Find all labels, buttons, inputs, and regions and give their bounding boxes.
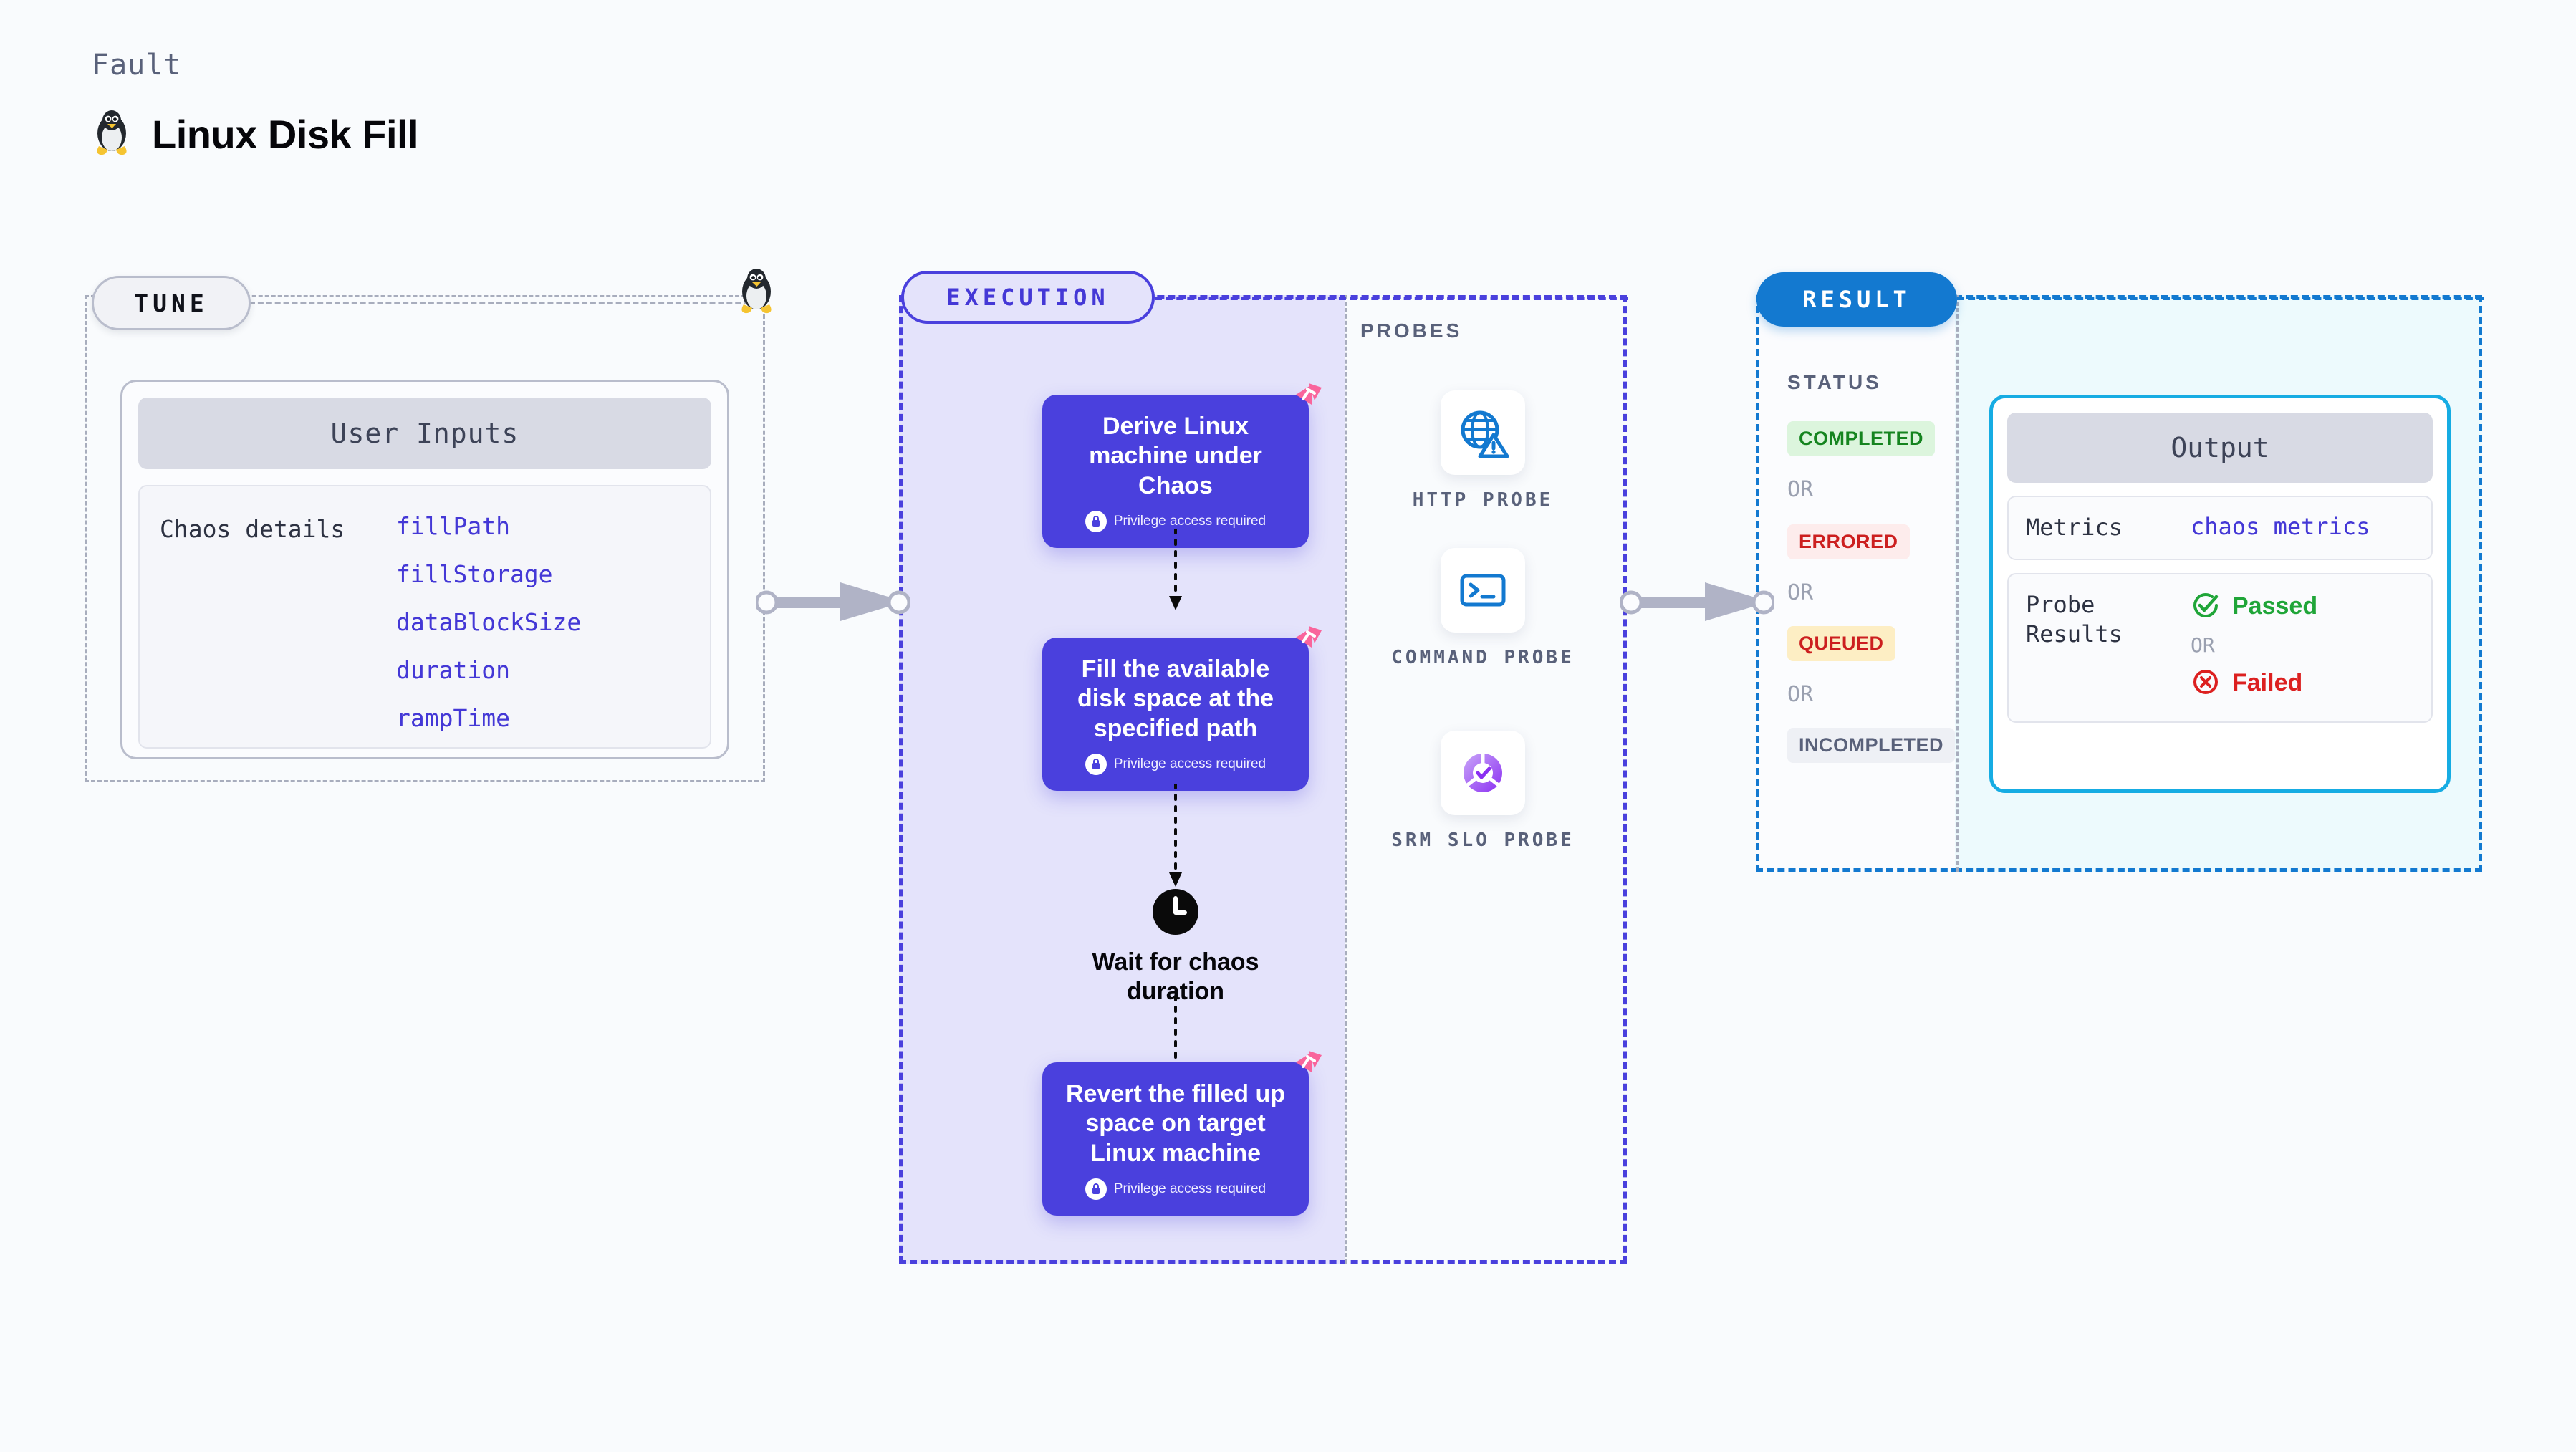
execution-step-title: Revert the filled up space on target Lin… [1065, 1080, 1286, 1167]
privilege-row: Privilege access required [1058, 1178, 1293, 1201]
page-header: Fault Linux Disk Fill [92, 49, 419, 160]
lock-icon [1085, 754, 1107, 776]
result-divider [1956, 295, 1959, 872]
chaos-badge-icon [1290, 1047, 1325, 1085]
clock-icon [1152, 888, 1199, 939]
execution-wait-node: Wait for chaos duration [1042, 888, 1309, 1007]
execution-step-title: Derive Linux machine under Chaos [1089, 413, 1262, 499]
privilege-text: Privilege access required [1113, 1181, 1267, 1197]
probe-result-failed: Failed [2191, 667, 2317, 700]
metrics-label: Metrics [2026, 514, 2123, 541]
result-connector-line [1957, 297, 2484, 300]
user-inputs-card: User Inputs Chaos details fillPath fillS… [120, 380, 729, 759]
chaos-param-fillstorage[interactable]: fillStorage [396, 560, 553, 588]
lock-icon [1085, 511, 1107, 533]
wait-label: Wait for chaos duration [1092, 948, 1259, 1006]
chaos-param-fillpath[interactable]: fillPath [396, 512, 510, 540]
probe-result-or: OR [2191, 633, 2215, 657]
slo-check-icon [1441, 731, 1525, 815]
probes-label: PROBES [1360, 319, 1463, 342]
status-badge-queued: QUEUED [1787, 626, 1895, 661]
chaos-badge-icon [1290, 622, 1325, 660]
page-title: Linux Disk Fill [152, 112, 419, 157]
execution-step-derive[interactable]: Derive Linux machine under Chaos Privile… [1042, 383, 1322, 549]
probe-item-command[interactable]: COMMAND PROBE [1375, 548, 1590, 670]
result-section-pill[interactable]: RESULT [1756, 272, 1957, 327]
terminal-icon [1441, 548, 1525, 633]
status-badge-completed: COMPLETED [1787, 421, 1936, 456]
chaos-param-datablocksize[interactable]: dataBlockSize [396, 608, 582, 636]
chaos-badge-icon [1290, 379, 1325, 417]
chaos-param-ramptime[interactable]: rampTime [396, 704, 510, 732]
probes-divider [1345, 295, 1347, 1264]
execution-step-title: Fill the available disk space at the spe… [1077, 655, 1274, 742]
privilege-row: Privilege access required [1058, 511, 1293, 533]
chaos-param-list: fillPath fillStorage dataBlockSize durat… [396, 512, 582, 732]
passed-label: Passed [2232, 592, 2318, 620]
execution-step-fill-disk[interactable]: Fill the available disk space at the spe… [1042, 626, 1322, 792]
flow-arrow-1 [1166, 527, 1186, 617]
user-inputs-body: Chaos details fillPath fillStorage dataB… [138, 485, 711, 749]
lock-icon [1085, 1178, 1107, 1201]
probe-result-passed: Passed [2191, 590, 2317, 623]
status-or-2: OR [1787, 580, 1814, 605]
status-or-3: OR [1787, 682, 1814, 707]
tune-section-boundary [85, 295, 765, 782]
connector-execution-to-result [1619, 577, 1776, 630]
chaos-param-duration[interactable]: duration [396, 656, 510, 684]
fault-eyebrow: Fault [92, 49, 182, 82]
connector-tune-to-execution [754, 577, 911, 630]
probe-label: SRM SLO PROBE [1391, 830, 1575, 851]
status-or-1: OR [1787, 477, 1814, 502]
probe-results-label: Probe Results [2026, 590, 2123, 648]
title-row: Linux Disk Fill [92, 109, 419, 160]
tune-section-pill[interactable]: TUNE [92, 276, 251, 330]
privilege-text: Privilege access required [1113, 756, 1267, 772]
linux-penguin-icon [92, 109, 132, 160]
tune-connector-line [249, 302, 758, 304]
status-badge-errored: ERRORED [1787, 524, 1910, 559]
globe-warning-icon [1441, 390, 1525, 475]
execution-step-revert[interactable]: Revert the filled up space on target Lin… [1042, 1051, 1322, 1216]
output-card: Output Metrics chaos metrics Probe Resul… [1989, 395, 2451, 793]
privilege-text: Privilege access required [1113, 514, 1267, 529]
privilege-row: Privilege access required [1058, 754, 1293, 776]
probe-label: HTTP PROBE [1412, 489, 1554, 511]
execution-section-pill[interactable]: EXECUTION [901, 271, 1155, 324]
tune-linux-penguin-icon [736, 267, 777, 318]
output-row-metrics: Metrics chaos metrics [2007, 496, 2433, 560]
status-badge-incompleted: INCOMPLETED [1787, 728, 1956, 763]
metrics-value[interactable]: chaos metrics [2191, 513, 2370, 540]
x-circle-icon [2191, 667, 2221, 700]
status-label: STATUS [1787, 371, 1882, 393]
probe-label: COMMAND PROBE [1391, 647, 1575, 668]
probe-item-http[interactable]: HTTP PROBE [1375, 390, 1590, 513]
check-circle-icon [2191, 590, 2221, 623]
flow-arrow-2 [1166, 782, 1186, 893]
user-inputs-header: User Inputs [138, 398, 711, 469]
execution-connector-line [1155, 297, 1628, 300]
probe-results-values: Passed OR Failed [2191, 590, 2317, 700]
failed-label: Failed [2232, 669, 2303, 697]
output-header: Output [2007, 413, 2433, 483]
output-row-probe-results: Probe Results Passed OR [2007, 572, 2433, 723]
probe-item-srm-slo[interactable]: SRM SLO PROBE [1375, 731, 1590, 853]
result-status-boundary [1756, 295, 1959, 872]
chaos-details-label: Chaos details [160, 515, 345, 543]
